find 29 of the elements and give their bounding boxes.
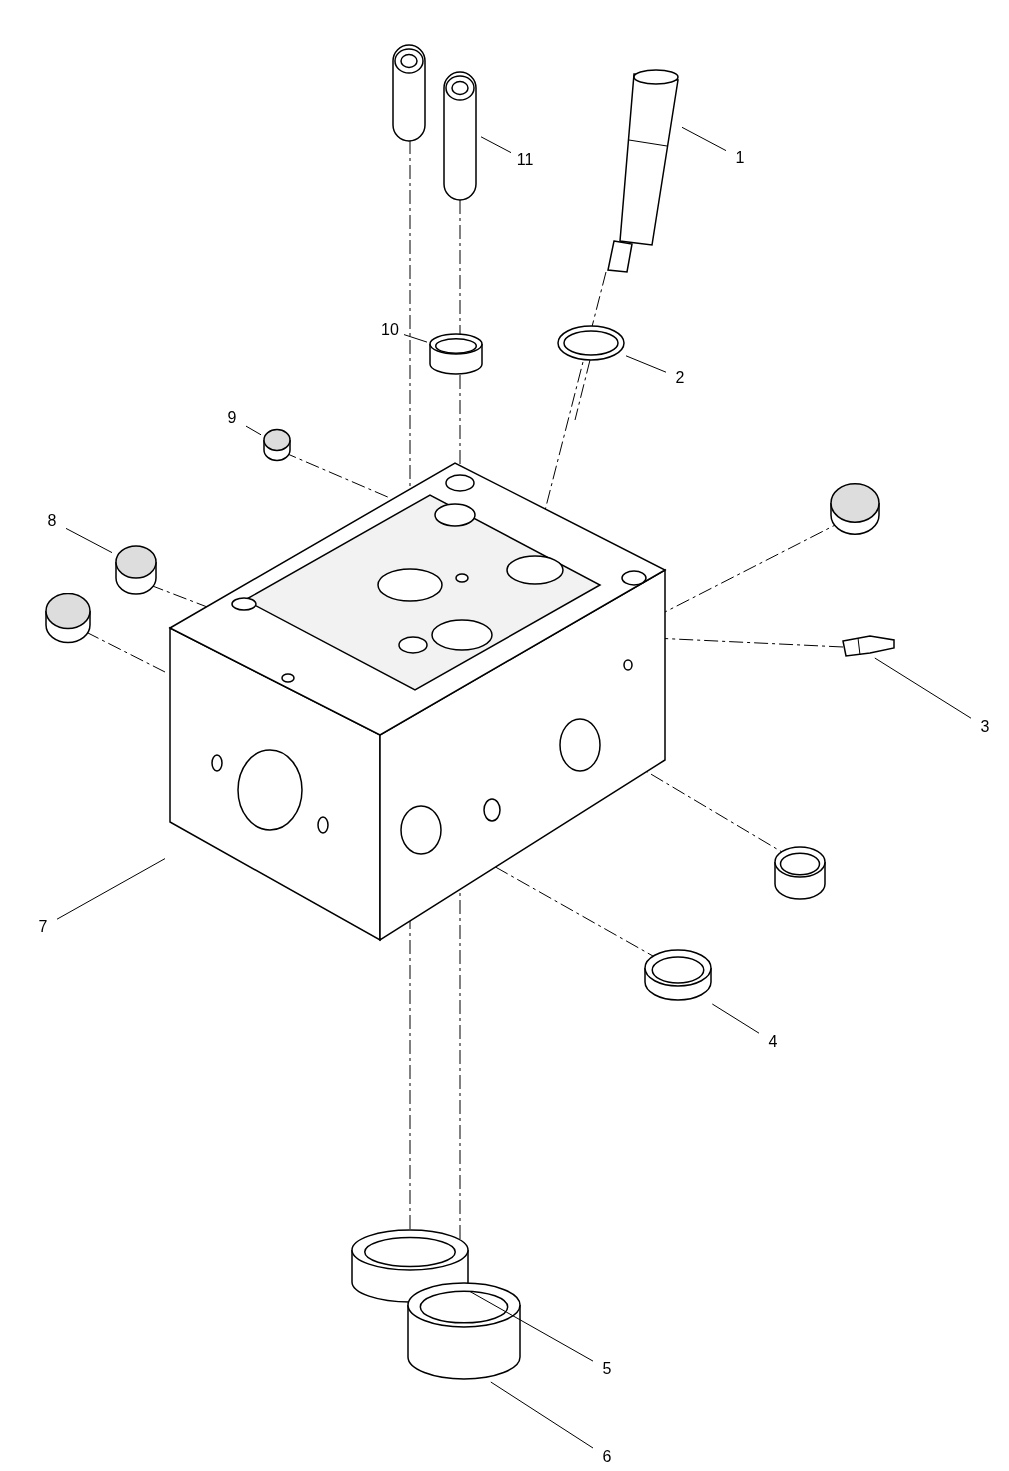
callout-number: 9	[218, 408, 246, 428]
leader-line	[65, 527, 113, 554]
leader-line	[403, 334, 428, 343]
leader-line	[711, 1003, 760, 1034]
callout-number: 7	[29, 917, 57, 937]
leader-line	[874, 657, 972, 719]
plug-drawing	[261, 428, 293, 460]
callout-number: 4	[759, 1032, 787, 1052]
fitting-drawing	[840, 632, 896, 658]
callout-number: 11	[511, 150, 539, 170]
ring-drawing	[406, 1282, 522, 1382]
callout-number: 5	[593, 1359, 621, 1379]
callout-number: 6	[593, 1447, 621, 1467]
leader-line	[480, 136, 512, 154]
ring-drawing	[642, 948, 714, 1004]
callout-number: 10	[376, 320, 404, 340]
bushing-drawing	[427, 332, 485, 372]
leader-line	[681, 126, 727, 152]
o-ring-drawing	[556, 324, 626, 362]
callout-number: 2	[666, 368, 694, 388]
callout-number: 1	[726, 148, 754, 168]
plug-drawing	[112, 544, 160, 592]
leader-line	[469, 1291, 594, 1362]
leader-line	[245, 425, 262, 436]
callout-number: 8	[38, 511, 66, 531]
callout-number: 3	[971, 717, 999, 737]
leader-line	[56, 858, 166, 920]
leader-line	[490, 1381, 594, 1449]
leader-line	[625, 355, 667, 373]
